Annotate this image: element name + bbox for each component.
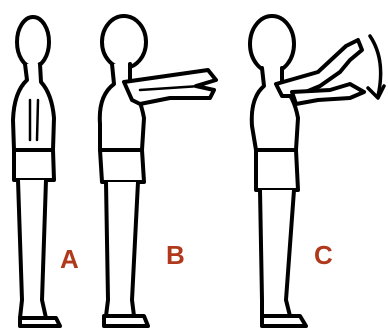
figure-b-foot — [104, 316, 148, 326]
figure-a-label: A — [60, 244, 79, 274]
figure-c: C — [250, 16, 384, 326]
figure-c-foot — [262, 316, 306, 326]
figure-c-leg — [260, 190, 294, 316]
figure-c-head — [250, 16, 294, 72]
figure-b-head — [102, 16, 146, 68]
figure-b-leg — [106, 182, 138, 316]
figure-c-arrow-head — [368, 86, 384, 98]
figure-b-shorts — [100, 150, 144, 182]
figure-a: A — [13, 17, 79, 326]
figure-a-head — [17, 17, 49, 67]
figure-c-label: C — [314, 240, 333, 270]
figure-b-label: B — [166, 240, 185, 270]
figure-a-foot — [20, 318, 60, 326]
figure-a-leg — [18, 180, 46, 318]
figure-a-torso — [13, 64, 54, 150]
figure-c-shorts — [256, 150, 298, 190]
figure-c-motion-arrow — [370, 36, 381, 96]
figure-b: B — [100, 16, 216, 326]
figure-b-torso — [100, 64, 144, 150]
figure-a-shorts — [14, 150, 54, 180]
